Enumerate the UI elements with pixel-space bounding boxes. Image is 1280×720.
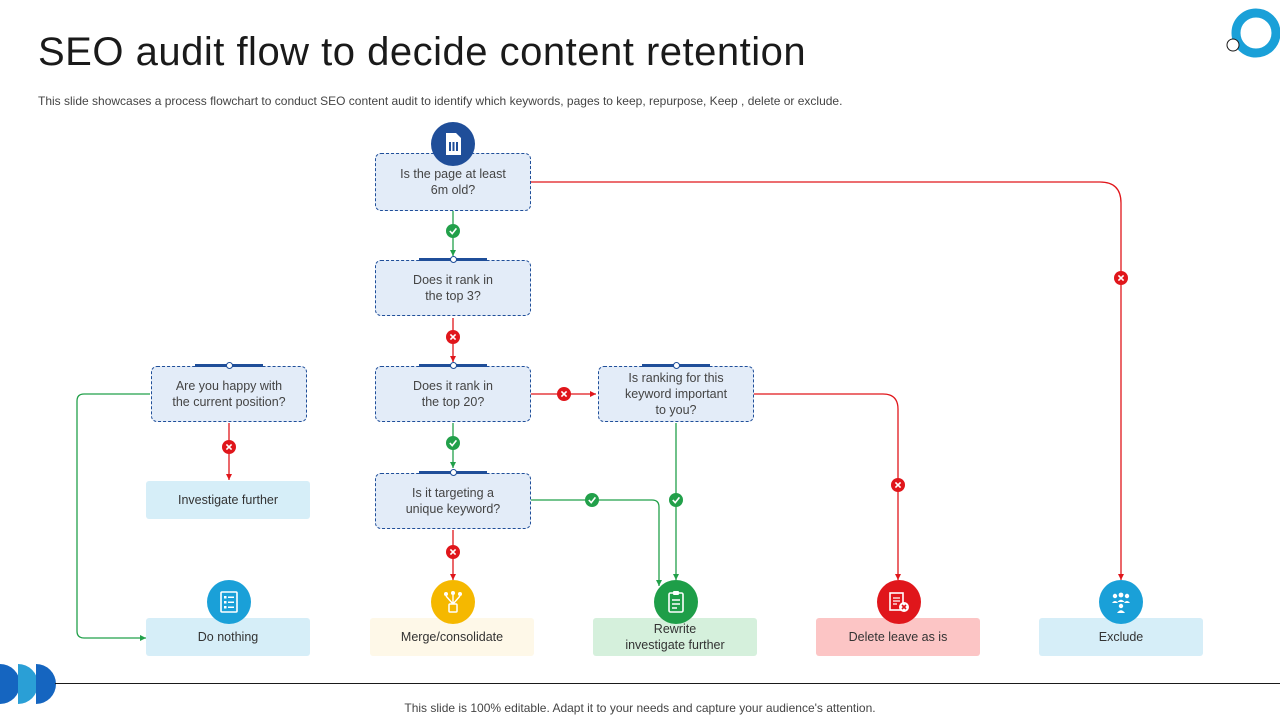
outcome-rewrite: Rewrite investigate further <box>593 618 757 656</box>
connector-node <box>450 256 457 263</box>
connector-node <box>226 362 233 369</box>
logo-circles-icon <box>1226 8 1280 58</box>
page-title: SEO audit flow to decide content retenti… <box>38 30 807 74</box>
decorative-half-circles-icon <box>0 664 56 704</box>
outcome-exclude: Exclude <box>1039 618 1203 656</box>
team-icon <box>1099 580 1143 624</box>
footer-note: This slide is 100% editable. Adapt it to… <box>404 701 876 715</box>
no-badges <box>222 271 1128 559</box>
outcome-delete: Delete leave as is <box>816 618 980 656</box>
merge-icon <box>431 580 475 624</box>
outcome-merge-consolidate: Merge/consolidate <box>370 618 534 656</box>
question-unique-keyword: Is it targeting a unique keyword? <box>375 473 531 529</box>
outcome-investigate-further: Investigate further <box>146 481 310 519</box>
delete-document-icon <box>877 580 921 624</box>
outcome-do-nothing: Do nothing <box>146 618 310 656</box>
question-rank-top-3: Does it rank in the top 3? <box>375 260 531 316</box>
yes-badges <box>446 224 683 507</box>
page-subtitle: This slide showcases a process flowchart… <box>38 94 843 108</box>
checklist-icon <box>207 580 251 624</box>
question-rank-top-20: Does it rank in the top 20? <box>375 366 531 422</box>
connector-node <box>673 362 680 369</box>
question-keyword-importance: Is ranking for this keyword important to… <box>598 366 754 422</box>
connector-node <box>450 362 457 369</box>
footer-divider <box>55 683 1280 684</box>
question-happy-position: Are you happy with the current position? <box>151 366 307 422</box>
connector-node <box>450 469 457 476</box>
document-icon <box>431 122 475 166</box>
clipboard-icon <box>654 580 698 624</box>
